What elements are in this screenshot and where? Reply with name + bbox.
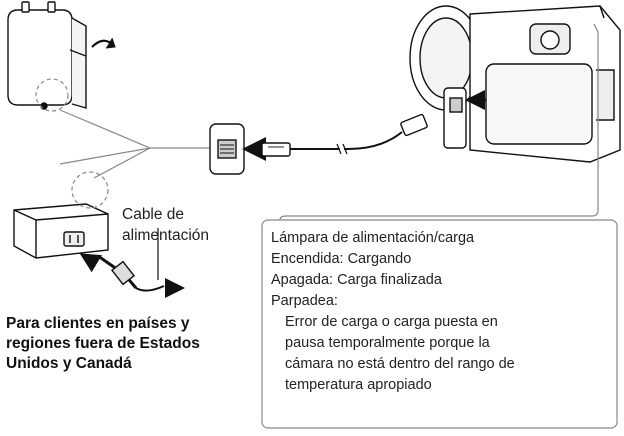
lamp-info-frame: [261, 219, 618, 429]
lamp-pointer-line: [279, 23, 599, 221]
usb-connector: [261, 113, 428, 157]
rotate-arrow-icon: [91, 37, 116, 49]
lamp-blink-detail-3: cámara no está dentro del rango de: [285, 356, 515, 372]
region-note-line-1: Para clientes en países y: [6, 315, 190, 332]
lamp-blink-status: Parpadea:: [271, 293, 338, 309]
lamp-title: Lámpara de alimentación/carga: [271, 230, 475, 246]
insert-arrow-icon: [79, 253, 103, 273]
lamp-blink-detail-2: pausa temporalmente porque la: [285, 335, 490, 351]
detail-circle-top: [35, 78, 69, 112]
ac-adapter-wall-plug: [7, 1, 87, 110]
ac-adapter-with-cord: [13, 203, 165, 292]
cable-label-line-1: Cable de: [122, 206, 185, 223]
cable-label-line-2: alimentación: [122, 227, 210, 244]
region-note: Para clientes en países y regiones fuera…: [6, 314, 200, 374]
detail-circle-bottom: [71, 171, 109, 209]
lamp-status-text: Lámpara de alimentación/carga Encendida:…: [271, 228, 515, 396]
camera: [409, 5, 621, 163]
lamp-blink-detail-4: temperatura apropiado: [285, 377, 432, 393]
lamp-on-status: Encendida: Cargando: [271, 251, 412, 267]
region-note-line-3: Unidos y Canadá: [6, 355, 132, 372]
region-note-line-2: regiones fuera de Estados: [6, 335, 200, 352]
connector-lines: [59, 109, 210, 179]
usb-port-detail: [209, 123, 245, 175]
lamp-blink-detail-1: Error de carga o carga puesta en: [285, 314, 498, 330]
power-cable-label: Cable de alimentación: [122, 204, 209, 246]
lamp-off-status: Apagada: Carga finalizada: [271, 272, 442, 288]
